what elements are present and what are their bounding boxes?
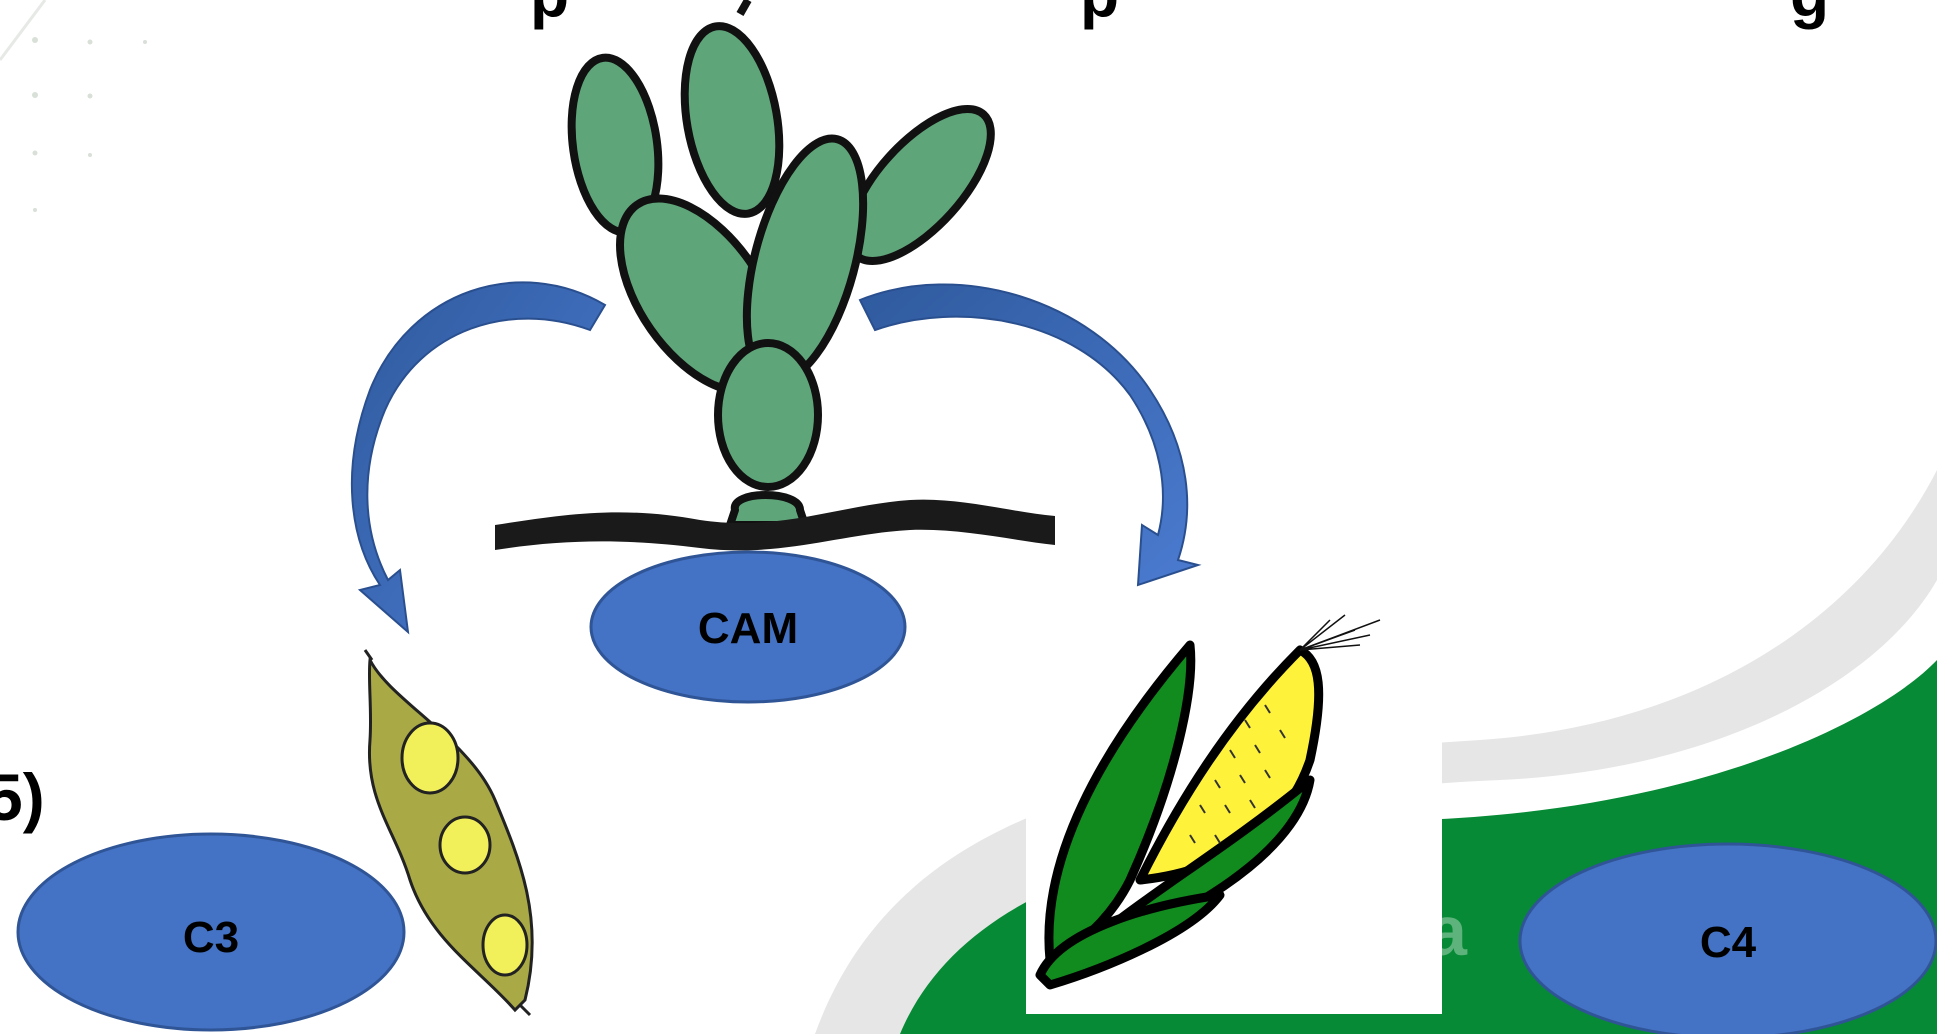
cactus-icon: [561, 0, 1015, 525]
side-text: 5): [0, 760, 45, 834]
cam-label: CAM: [698, 604, 798, 653]
title-fragment-left: p: [530, 0, 569, 30]
c4-label: C4: [1700, 918, 1757, 967]
c3-label: C3: [183, 913, 239, 962]
title-fragment-right: g: [1790, 0, 1829, 30]
hidden-text-fragment: a: [1428, 892, 1468, 970]
title-fragment-mid: p: [1080, 0, 1119, 30]
